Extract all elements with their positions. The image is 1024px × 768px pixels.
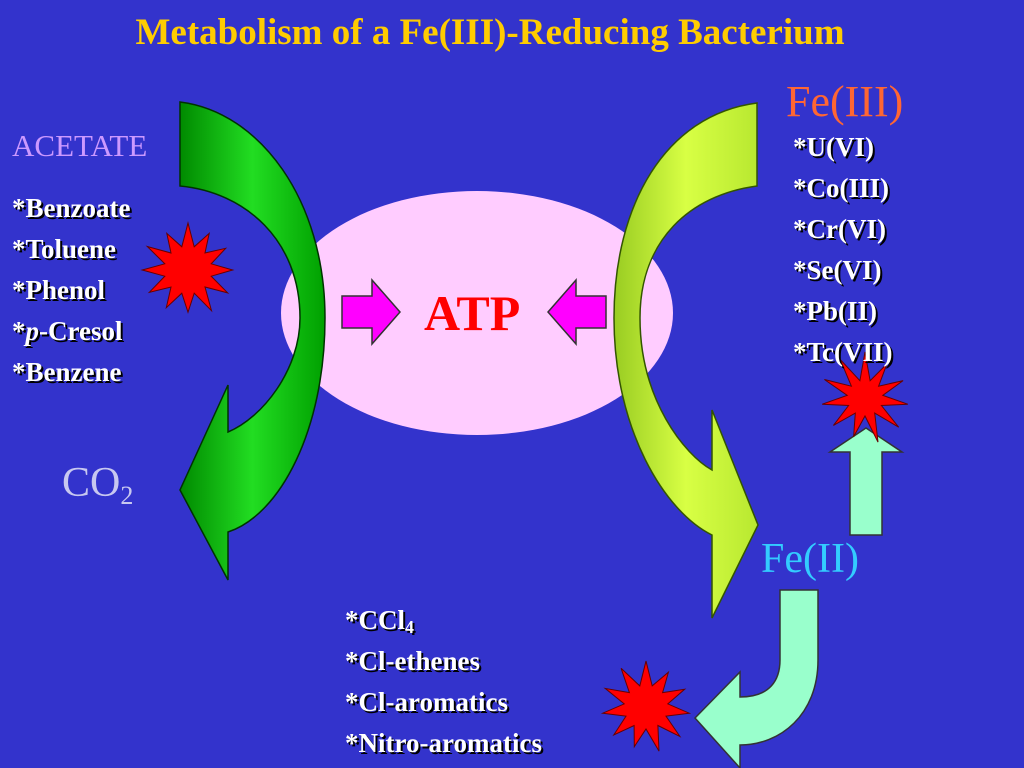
list-item: *Toluene <box>12 234 117 264</box>
list-item: *p-Cresol <box>12 316 123 346</box>
green-curved-arrow-icon <box>179 101 326 581</box>
list-item: *Cl-ethenes <box>345 646 480 676</box>
list-item: *Co(III) <box>793 173 890 203</box>
electron-donor-list: *Benzoate *Toluene *Phenol *p-Cresol *Be… <box>12 188 130 393</box>
slide-title: Metabolism of a Fe(III)-Reducing Bacteri… <box>135 12 845 53</box>
starburst-icon <box>140 221 235 314</box>
list-item: *Nitro-aromatics <box>345 728 542 758</box>
list-item: *Pb(II) <box>793 296 878 326</box>
list-item: *Tc(VII) <box>793 337 893 367</box>
chlorinated-compound-list: *CCl4 *Cl-ethenes *Cl-aromatics *Nitro-a… <box>345 600 542 764</box>
acetate-label: ACETATE <box>12 128 148 163</box>
fe3-label: Fe(III) <box>786 77 904 126</box>
list-item: *Cr(VI) <box>793 214 886 244</box>
list-item: *Benzoate <box>12 193 131 223</box>
metal-acceptor-list: *U(VI) *Co(III) *Cr(VI) *Se(VI) *Pb(II) … <box>793 127 893 373</box>
list-item: *Phenol <box>12 275 106 305</box>
arrow-left-icon <box>547 278 607 346</box>
list-item: *U(VI) <box>793 132 874 162</box>
fe2-label: Fe(II) <box>761 536 859 582</box>
starburst-icon <box>822 351 908 443</box>
atp-label: ATP <box>424 285 521 341</box>
list-item: *Se(VI) <box>793 255 882 285</box>
curved-arrow-icon <box>693 589 819 768</box>
co2-label: CO2 <box>62 460 133 509</box>
co2-subscript: 2 <box>120 481 134 510</box>
co2-main: CO <box>62 460 121 506</box>
arrow-right-icon <box>341 278 401 346</box>
starburst-icon <box>600 660 692 752</box>
list-item: *Benzene <box>12 357 122 387</box>
yellowgreen-curved-arrow-icon <box>613 102 759 619</box>
atp-ellipse <box>281 191 673 435</box>
list-item: *Cl-aromatics <box>345 687 508 717</box>
list-item: *CCl4 <box>345 605 414 637</box>
arrow-up-icon <box>827 427 905 536</box>
